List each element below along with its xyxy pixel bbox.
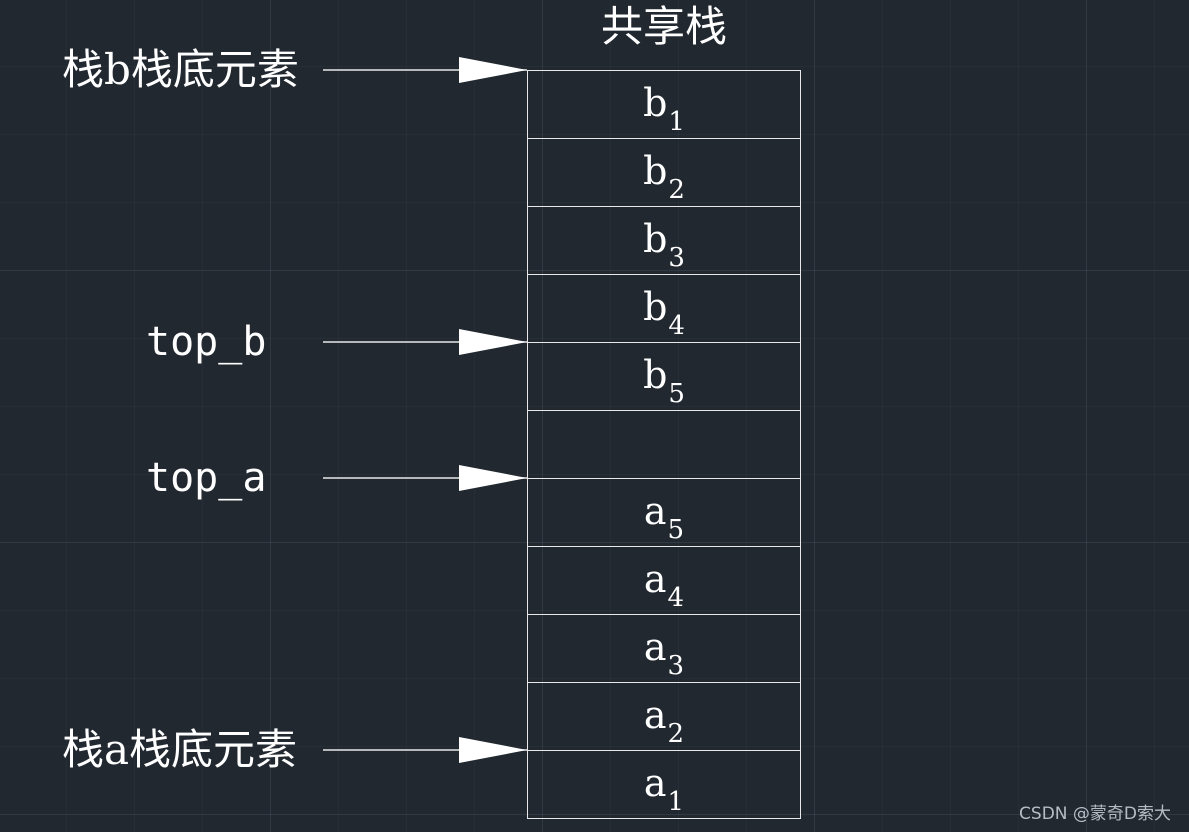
element-subscript: 5: [667, 515, 685, 545]
stack-cell: a5: [527, 478, 801, 546]
element-name: b: [643, 285, 668, 329]
stack-cell-label: a1: [528, 761, 800, 817]
element-name: a: [643, 761, 667, 805]
stack-cell-label: a2: [528, 693, 800, 749]
stack-cell: a4: [527, 546, 801, 614]
diagram-title: 共享栈: [600, 2, 727, 51]
element-subscript: 1: [667, 787, 685, 817]
element-subscript: 2: [667, 719, 685, 749]
element-subscript: 4: [667, 583, 685, 613]
stack-cell: b2: [527, 138, 801, 206]
top-a-label: top_a: [146, 455, 267, 501]
element-subscript: 2: [668, 175, 685, 205]
element-subscript: 4: [668, 311, 685, 341]
stack-cell: b4: [527, 274, 801, 342]
stack-cell-label: b2: [528, 149, 800, 205]
stack-cell: a1: [527, 750, 801, 819]
stack-cell-label: a4: [528, 557, 800, 613]
element-name: b: [643, 217, 668, 261]
stack-cell-label: b1: [528, 81, 800, 137]
stack-cell: a3: [527, 614, 801, 682]
arrow-stack-a-bottom: [323, 737, 527, 763]
arrow-top-b: [323, 329, 527, 355]
stack-cell: b1: [527, 70, 801, 138]
element-name: b: [643, 81, 668, 125]
element-subscript: 1: [668, 107, 685, 137]
stack-cell: [527, 410, 801, 478]
element-subscript: 5: [668, 379, 685, 409]
element-subscript: 3: [668, 243, 685, 273]
element-name: a: [643, 489, 667, 533]
arrow-top-a: [323, 465, 527, 491]
stack-a-bottom-label: 栈a栈底元素: [62, 725, 298, 774]
stack-cell-label: a3: [528, 625, 800, 681]
stack-cell-label: a5: [528, 489, 800, 545]
stack-cell: b3: [527, 206, 801, 274]
stack-cell-label: b4: [528, 285, 800, 341]
element-name: a: [643, 693, 667, 737]
element-name: b: [643, 353, 668, 397]
stack-cell-label: b5: [528, 353, 800, 409]
stack-cell-label: b3: [528, 217, 800, 273]
stack-cell-label: [528, 421, 800, 470]
arrow-stack-b-bottom: [323, 57, 527, 83]
stack-cell: a2: [527, 682, 801, 750]
watermark: CSDN @蒙奇D索大: [1019, 804, 1171, 824]
element-name: a: [643, 625, 667, 669]
top-b-label: top_b: [146, 319, 267, 365]
element-subscript: 3: [667, 651, 685, 681]
stack-cell: b5: [527, 342, 801, 410]
element-name: b: [643, 149, 668, 193]
stack-b-bottom-label: 栈b栈底元素: [62, 45, 299, 94]
element-name: a: [643, 557, 667, 601]
